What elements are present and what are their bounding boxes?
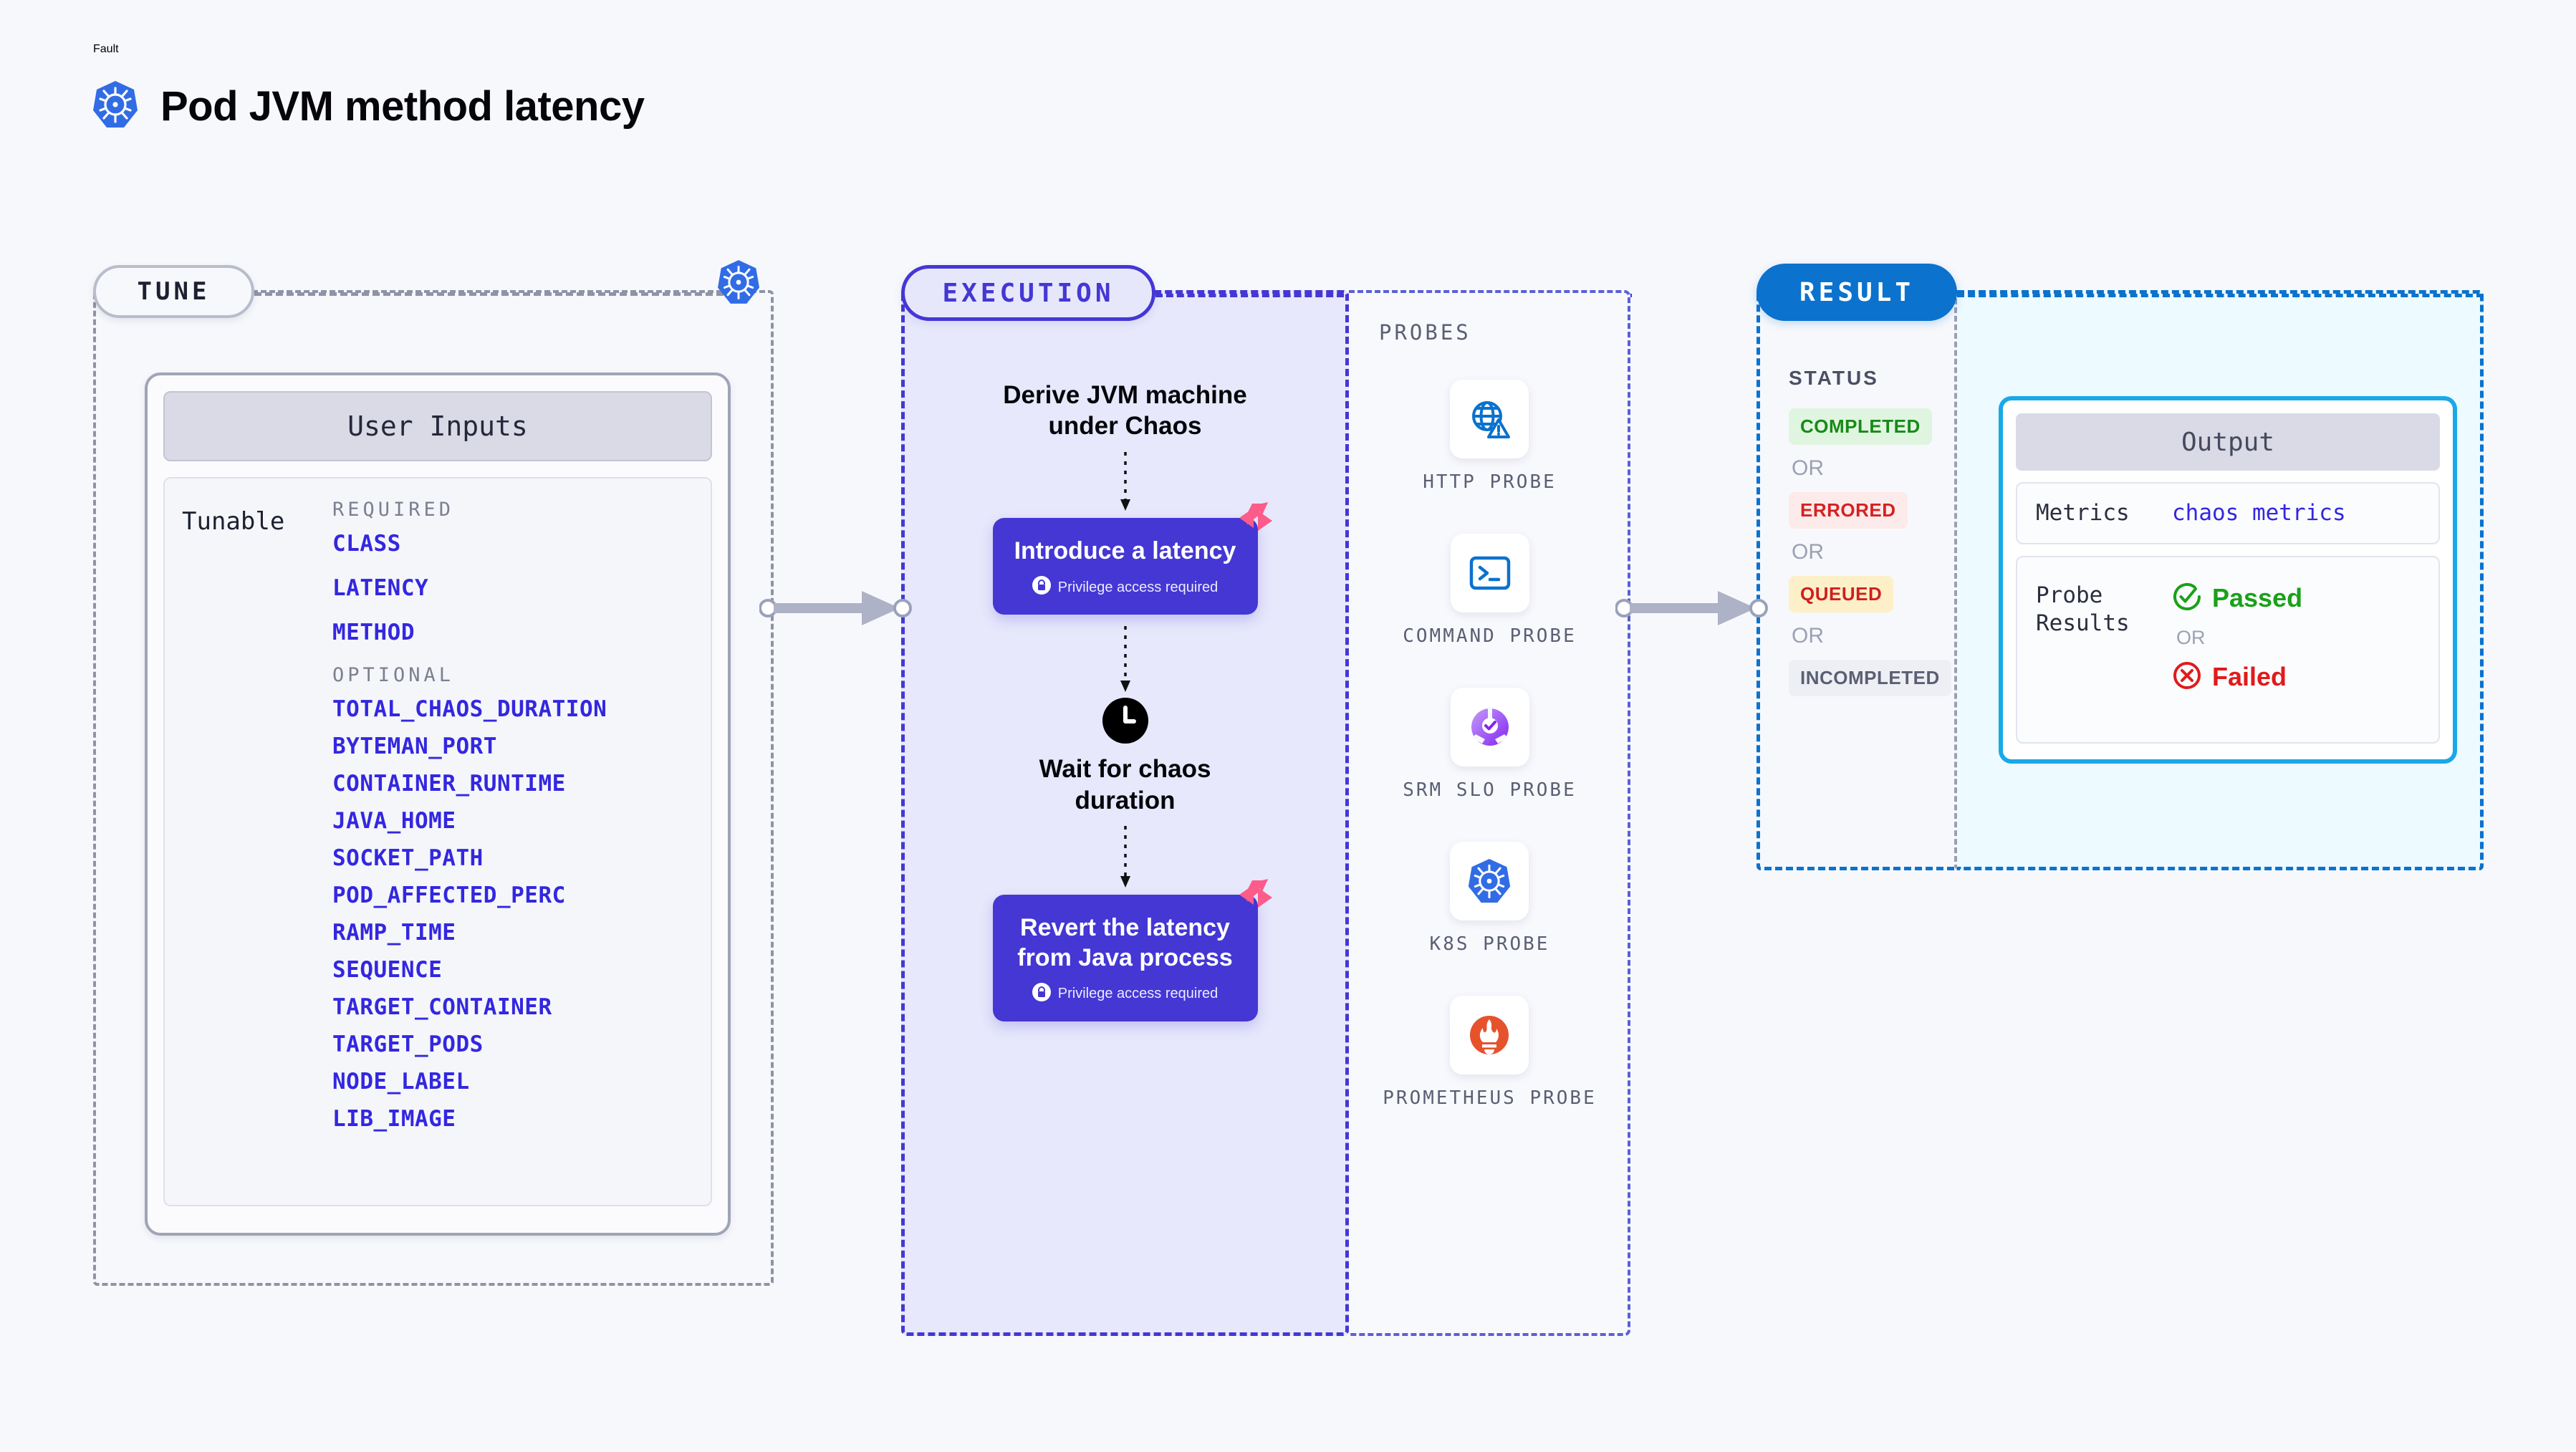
result-top-dash: [1957, 294, 2484, 297]
param-socket-path[interactable]: SOCKET_PATH: [332, 845, 484, 871]
status-badge-completed: COMPLETED: [1789, 408, 1932, 445]
probe-command-label: COMMAND PROBE: [1403, 625, 1577, 648]
param-lib-image[interactable]: LIB_IMAGE: [332, 1106, 456, 1132]
kubernetes-badge-icon: [718, 259, 759, 309]
status-badge-errored: ERRORED: [1789, 492, 1908, 529]
param-java-home[interactable]: JAVA_HOME: [332, 808, 456, 834]
tune-top-dash: [254, 292, 734, 296]
output-title: Output: [2016, 413, 2440, 471]
param-node-label[interactable]: NODE_LABEL: [332, 1069, 470, 1095]
execution-card-introduce-latency[interactable]: Introduce a latency Privilege access req…: [992, 501, 1272, 615]
status-or-2: OR: [1792, 540, 1824, 564]
probe-result-passed-label: Passed: [2212, 583, 2303, 613]
optional-params-group: OPTIONAL TOTAL_CHAOS_DURATION BYTEMAN_PO…: [332, 664, 693, 1132]
execution-panel-label[interactable]: EXECUTION: [901, 265, 1155, 321]
probe-prometheus-label: PROMETHEUS PROBE: [1383, 1087, 1597, 1110]
litmus-chaos-icon: [1236, 501, 1275, 542]
user-inputs-title: User Inputs: [163, 391, 712, 461]
status-badge-queued: QUEUED: [1789, 576, 1894, 612]
probes-panel-title: PROBES: [1379, 320, 1471, 345]
kubernetes-icon: [93, 80, 138, 133]
tunable-row-label: Tunable: [182, 507, 285, 536]
page-header: Fault Pod: [93, 43, 645, 133]
param-method[interactable]: METHOD: [332, 620, 415, 645]
param-target-pods[interactable]: TARGET_PODS: [332, 1032, 484, 1057]
probe-k8s[interactable]: K8S PROBE: [1430, 842, 1550, 957]
status-or-1: OR: [1792, 456, 1824, 480]
execution-card-1-title: Introduce a latency: [1014, 537, 1236, 564]
probe-result-failed-label: Failed: [2212, 662, 2287, 692]
param-total-chaos-duration[interactable]: TOTAL_CHAOS_DURATION: [332, 696, 607, 722]
execution-card-2-privilege: Privilege access required: [1057, 986, 1219, 1002]
status-or-3: OR: [1792, 624, 1824, 648]
probe-result-or: OR: [2176, 626, 2206, 648]
check-circle-icon: [2172, 582, 2202, 615]
page-title: Pod JVM method latency: [160, 83, 645, 130]
globe-warning-icon: [1450, 380, 1529, 458]
param-class[interactable]: CLASS: [332, 531, 401, 557]
status-badge-incompleted: INCOMPLETED: [1789, 660, 1951, 696]
status-title: STATUS: [1789, 367, 1879, 389]
terminal-icon: [1450, 534, 1529, 613]
param-ramp-time[interactable]: RAMP_TIME: [332, 920, 456, 946]
param-latency[interactable]: LATENCY: [332, 575, 429, 601]
arrow-down-3: [901, 826, 1349, 890]
arrow-down-2: [901, 626, 1349, 695]
probe-list: HTTP PROBE COMMAND PROBE: [1349, 380, 1630, 1111]
slo-gauge-icon: [1450, 688, 1529, 767]
probe-result-failed: Failed: [2172, 660, 2302, 694]
litmus-chaos-icon: [1236, 878, 1275, 918]
required-group-title: REQUIRED: [332, 499, 455, 521]
prometheus-icon: [1450, 996, 1529, 1075]
probe-srm-slo-label: SRM SLO PROBE: [1403, 779, 1577, 802]
status-list: COMPLETED OR ERRORED OR QUEUED OR INCOMP…: [1789, 408, 1951, 696]
connector-tune-to-execution: [759, 584, 913, 636]
result-panel-label[interactable]: RESULT: [1756, 264, 1957, 321]
probe-k8s-label: K8S PROBE: [1429, 933, 1550, 956]
param-target-container[interactable]: TARGET_CONTAINER: [332, 994, 552, 1020]
optional-group-title: OPTIONAL: [332, 664, 455, 686]
param-pod-affected-perc[interactable]: POD_AFFECTED_PERC: [332, 883, 566, 908]
param-sequence[interactable]: SEQUENCE: [332, 957, 443, 983]
tune-panel-label[interactable]: TUNE: [93, 265, 254, 318]
probe-prometheus[interactable]: PROMETHEUS PROBE: [1383, 996, 1596, 1111]
lock-icon: [1032, 576, 1051, 599]
connector-probes-to-result: [1615, 584, 1769, 636]
probe-http[interactable]: HTTP PROBE: [1423, 380, 1557, 495]
kubernetes-icon: [1450, 842, 1529, 921]
clock-icon: [901, 698, 1349, 744]
user-inputs-card: User Inputs Tunable REQUIRED CLASS LATEN…: [145, 372, 731, 1236]
param-container-runtime[interactable]: CONTAINER_RUNTIME: [332, 771, 566, 797]
tune-panel-frame: [93, 290, 774, 1286]
page-kicker: Fault: [93, 43, 119, 55]
output-metrics-label: Metrics: [2036, 500, 2130, 526]
probes-panel-frame: [1349, 290, 1630, 1336]
output-metrics-row: Metrics chaos metrics: [2016, 482, 2440, 544]
probe-srm-slo[interactable]: SRM SLO PROBE: [1403, 688, 1577, 803]
arrow-down-1: [901, 451, 1349, 514]
param-byteman-port[interactable]: BYTEMAN_PORT: [332, 734, 497, 759]
lock-icon: [1032, 982, 1051, 1006]
probe-http-label: HTTP PROBE: [1423, 471, 1557, 493]
required-params-group: REQUIRED CLASS LATENCY METHOD: [332, 499, 693, 645]
output-metrics-value[interactable]: chaos metrics: [2172, 500, 2346, 527]
execution-card-1-privilege: Privilege access required: [1057, 579, 1219, 595]
x-circle-icon: [2172, 660, 2202, 694]
probe-command[interactable]: COMMAND PROBE: [1403, 534, 1577, 649]
probe-result-passed: Passed: [2172, 582, 2302, 615]
